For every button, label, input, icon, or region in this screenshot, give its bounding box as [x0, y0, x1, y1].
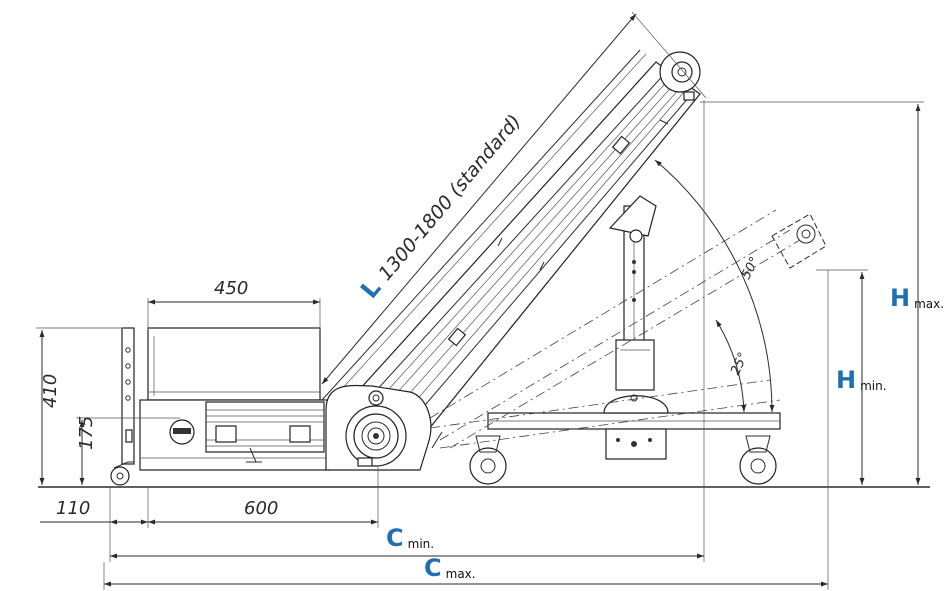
hopper-section	[110, 327, 331, 486]
c-min-key: C min.	[386, 524, 434, 552]
dimension-h-min: H min.	[816, 269, 887, 485]
angle-arc-25	[715, 319, 747, 413]
h-min-key: H min.	[836, 366, 887, 394]
length-key-letter: L	[355, 274, 386, 304]
base-length-label: 600	[244, 498, 278, 519]
c-max-key: C max.	[424, 554, 476, 582]
angle-max-label: 50°	[739, 255, 763, 282]
left-offset-label: 110	[56, 498, 90, 519]
width-top-label: 450	[214, 278, 248, 299]
dimension-c-max: C max.	[103, 270, 829, 590]
angle-min-label: 25°	[728, 350, 751, 377]
dimension-175: 175	[76, 416, 180, 485]
height-total-label: 410	[40, 374, 61, 408]
dimension-110-600: 110 600	[40, 466, 379, 528]
dimension-410: 410	[36, 327, 124, 485]
dimension-length: L 1300-1800 (standard)	[321, 11, 707, 385]
dimension-450: 450	[147, 278, 321, 330]
height-axis-label: 175	[76, 416, 97, 450]
drive-drum	[325, 384, 443, 471]
dimension-h-max: H max.	[700, 101, 944, 485]
angle-arc-50	[654, 159, 775, 413]
dimension-c-min: C min.	[109, 100, 705, 562]
h-max-key: H max.	[890, 284, 944, 312]
